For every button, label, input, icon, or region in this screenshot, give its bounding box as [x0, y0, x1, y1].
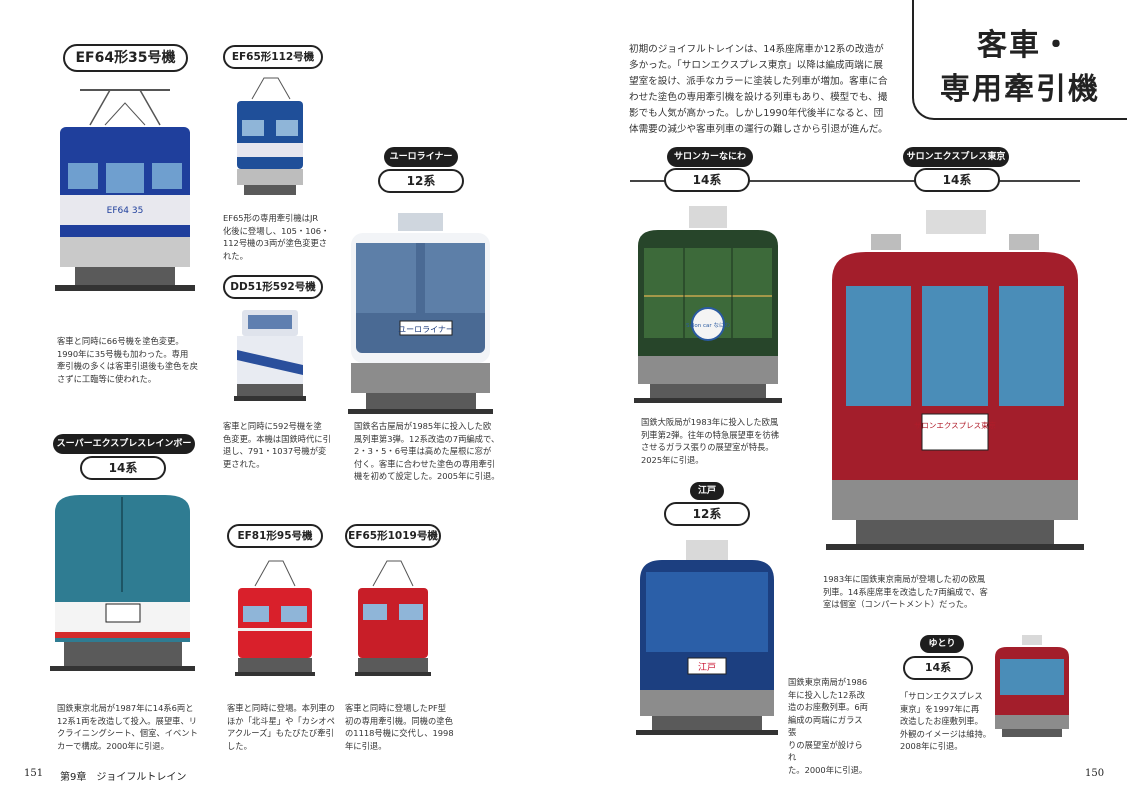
- heading-line2: 専用牽引機: [940, 72, 1100, 107]
- euroliner-illustration: ユーロライナー: [348, 213, 493, 414]
- ef65-1019-caption: 客車と同時に登場したPF型初の専用牽引機。同機の塗色の1118号機に交代し、19…: [345, 703, 454, 751]
- salon-tokyo-name-badge: サロンエクスプレス東京: [903, 147, 1009, 167]
- edo-illustration: 江戸: [636, 540, 778, 735]
- ef81-95-label: EF81形95号機: [227, 524, 323, 548]
- dd51-592-caption: 客車と同時に592号機を塗色変更。本機は国鉄時代に引退し、791・1037号機が…: [223, 421, 331, 469]
- ef65-112-label: EF65形112号機: [223, 45, 323, 69]
- ef64-plate: EF64 35: [107, 206, 144, 216]
- left-page-number: 151: [24, 768, 44, 779]
- dd51-592-label: DD51形592号機: [223, 275, 323, 299]
- euroliner-caption: 国鉄名古屋局が1985年に投入した欧風列車第3弾。12系改造の7両編成で、2・3…: [354, 421, 500, 481]
- heading-frame: [912, 0, 1127, 120]
- euroliner-sign: ユーロライナー: [398, 325, 454, 334]
- ef64-35-caption: 客車と同時に66号機を塗色変更。1990年に35号機も加わった。専用牽引機の多く…: [57, 336, 199, 384]
- dd51-592-illustration: [234, 310, 306, 401]
- heading-line1: 客車・: [977, 28, 1073, 63]
- ef65-1019-label: EF65形1019号機: [345, 524, 441, 548]
- ef81-95-caption: 客車と同時に登場。本列車のほか「北斗星」や「カシオペアクルーズ」もたびたび牽引し…: [227, 703, 335, 751]
- ef65-1019-illustration: [355, 560, 431, 676]
- salon-tokyo-illustration: サロンエクスプレス東京: [826, 210, 1084, 550]
- ef64-35-illustration: EF64 35: [55, 89, 195, 291]
- intro-text: 初期のジョイフルトレインは、14系座席車か12系の改造が多かった。「サロンエクス…: [629, 44, 888, 135]
- yutori-series-label: 14系: [903, 656, 973, 680]
- ef81-95-illustration: [235, 560, 315, 676]
- naniwa-emblem: Salon car なにわ: [686, 322, 730, 329]
- yutori-caption: 「サロンエクスプレス東京」を1997年に再改造したお座敷列車。外観のイメージは維…: [900, 691, 992, 751]
- chapter-title: 第9章 ジョイフルトレイン: [60, 772, 187, 783]
- right-page-number: 150: [1085, 768, 1105, 779]
- rainbow-series-label: 14系: [80, 456, 166, 480]
- euroliner-name-badge: ユーロライナー: [384, 147, 458, 167]
- rainbow-illustration: [50, 495, 195, 671]
- ef65-112-illustration: [237, 77, 303, 195]
- naniwa-name-badge: サロンカーなにわ: [667, 147, 753, 167]
- salon-tokyo-caption: 1983年に国鉄東京南局が登場した初の欧風列車。14系座席車を改造した7両編成で…: [823, 574, 988, 609]
- edo-sign: 江戸: [698, 662, 716, 673]
- rainbow-name-badge: スーパーエクスプレスレインボー: [53, 434, 195, 454]
- salon-tokyo-series-label: 14系: [914, 168, 1000, 192]
- yutori-name-badge: ゆとり: [920, 635, 964, 653]
- naniwa-illustration: Salon car なにわ: [634, 206, 782, 403]
- euroliner-series-label: 12系: [378, 169, 464, 193]
- naniwa-series-label: 14系: [664, 168, 750, 192]
- section-divider: [630, 180, 1080, 182]
- edo-series-label: 12系: [664, 502, 750, 526]
- edo-name-badge: 江戸: [690, 482, 724, 500]
- yutori-illustration: [995, 635, 1069, 737]
- ef64-35-label: EF64形35号機: [63, 44, 188, 72]
- naniwa-caption: 国鉄大阪局が1983年に投入した欧風列車第2弾。往年の特急展望車を彷彿させるガラ…: [641, 417, 780, 465]
- salon-tokyo-sign: サロンエクスプレス東京: [914, 420, 997, 430]
